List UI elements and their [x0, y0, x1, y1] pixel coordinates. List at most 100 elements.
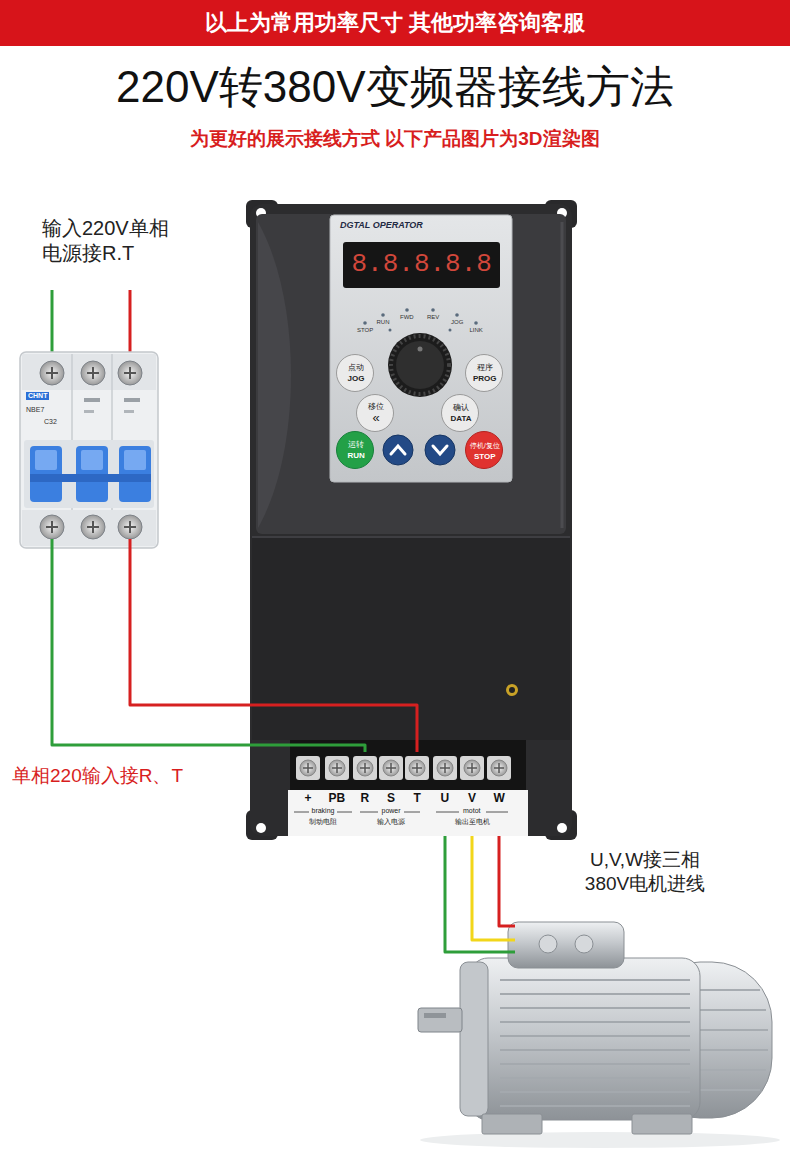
motor-illustration	[500, 980, 690, 1106]
motor-illustration	[420, 1132, 780, 1148]
breaker-body	[129, 539, 132, 548]
terminal: S	[378, 752, 404, 836]
terminal-strip	[303, 763, 504, 773]
wire-connector	[445, 836, 515, 952]
terminal: U	[432, 752, 458, 836]
indicator-label: JOG	[451, 319, 463, 326]
motor-illustration	[482, 1114, 542, 1134]
terminal-group-label: motot	[463, 807, 481, 815]
indicator-label: LINK	[470, 327, 483, 334]
terminal-name: R	[361, 792, 370, 806]
circuit-breaker: CHNT NBE7C32	[20, 352, 158, 548]
inverter-body	[383, 435, 413, 465]
motor-illustration	[470, 958, 700, 1120]
button-label: «	[373, 411, 380, 426]
inverter-body	[474, 321, 478, 325]
display-digits: 8.8.8.8.8	[352, 250, 492, 280]
keypad-button: 程序PROG	[465, 354, 503, 392]
wiring-note: 输入220V单相 电源接R.T	[42, 216, 182, 266]
inverter-body	[405, 308, 409, 312]
motor-illustration	[424, 1013, 446, 1018]
breaker-body	[124, 398, 140, 402]
breaker-marking: CHNT	[26, 392, 49, 400]
keypad-button: 停机/复位 STOP	[465, 431, 503, 469]
motor-illustration	[508, 922, 624, 968]
breaker-marking: NBE7	[26, 406, 44, 414]
indicator-label: REV	[427, 314, 439, 321]
terminal-name: +	[305, 792, 312, 806]
indicator-label: STOP	[357, 327, 373, 334]
terminal: R	[352, 752, 378, 836]
breaker-body	[22, 510, 156, 546]
motor-illustration	[418, 922, 780, 1148]
breaker-body	[20, 352, 158, 548]
subtitle: 为更好的展示接线方式 以下产品图片为3D渲染图	[190, 128, 600, 150]
inverter-body	[363, 321, 367, 325]
wire-connector	[472, 836, 515, 940]
breaker-body	[22, 354, 156, 390]
breaker-body	[46, 367, 136, 379]
breaker-body	[30, 474, 151, 482]
breaker-marking: C32	[44, 418, 57, 426]
inverter-body	[418, 347, 423, 352]
button-label: 程序	[477, 363, 493, 372]
breaker-body	[46, 521, 136, 533]
button-label: DATA	[451, 414, 472, 423]
breaker-body	[20, 352, 158, 548]
breaker-body	[124, 450, 146, 470]
inverter-body	[381, 313, 385, 317]
terminal: W	[486, 752, 512, 836]
wiring-note: 单相220输入接R、T	[12, 765, 183, 787]
wire-connector	[499, 836, 515, 926]
terminal: T	[404, 752, 430, 836]
motor: U,V,W接三相 380V电机进线	[515, 845, 775, 1135]
breaker-body	[84, 410, 94, 413]
inverter-body	[391, 446, 405, 454]
button-label: RUN	[348, 451, 365, 460]
button-label: 停机/复位	[470, 442, 500, 449]
breaker-body	[124, 410, 134, 413]
terminal-name: T	[414, 792, 421, 806]
top-banner	[0, 0, 790, 46]
button-label: STOP	[474, 452, 496, 461]
indicator-label: FWD	[400, 314, 414, 321]
terminal-strip	[288, 740, 528, 836]
page-title: 220V转380V变频器接线方法	[116, 62, 674, 113]
inverter-body	[433, 446, 447, 454]
inverter-body	[455, 313, 459, 317]
inverter-body	[396, 341, 444, 389]
wire-connector	[52, 548, 365, 752]
terminal-name: V	[468, 792, 476, 806]
terminal-strip	[290, 740, 526, 792]
motor-illustration	[460, 962, 488, 1116]
terminal: V	[459, 752, 485, 836]
inverter-body	[391, 336, 449, 394]
inverter-body	[431, 308, 435, 312]
inverter-body	[425, 435, 455, 465]
panel-caption: DGTAL OPERATOR	[340, 220, 423, 230]
inverter-body	[509, 687, 515, 693]
motor-illustration	[632, 1114, 692, 1134]
button-label: JOG	[348, 374, 365, 383]
keypad-button: 点动JOG	[336, 354, 374, 392]
keypad-button: 确认 DATA	[441, 394, 479, 432]
inverter-body	[252, 536, 570, 538]
terminal-strip	[288, 790, 528, 836]
button-label: 确认	[453, 403, 469, 412]
button-label: 移位	[368, 402, 384, 411]
banner-text: 以上为常用功率尺寸 其他功率咨询客服	[205, 10, 585, 35]
breaker-body	[81, 450, 103, 470]
motor-illustration	[539, 935, 557, 953]
breaker-body	[51, 539, 54, 548]
terminal-group-label: 输出至电机	[455, 818, 490, 826]
inverter-body	[557, 823, 567, 833]
inverter-body	[506, 684, 518, 696]
inverter-body	[449, 329, 452, 332]
inverter-housing: DGTAL OPERATOR 8.8.8.8.8 点动JOG 程序PROG 移位« 确认 D…	[246, 200, 576, 840]
inverter-body	[561, 222, 564, 528]
terminal-group-label: 制动电阻	[309, 818, 337, 826]
inverter-body	[388, 333, 452, 397]
